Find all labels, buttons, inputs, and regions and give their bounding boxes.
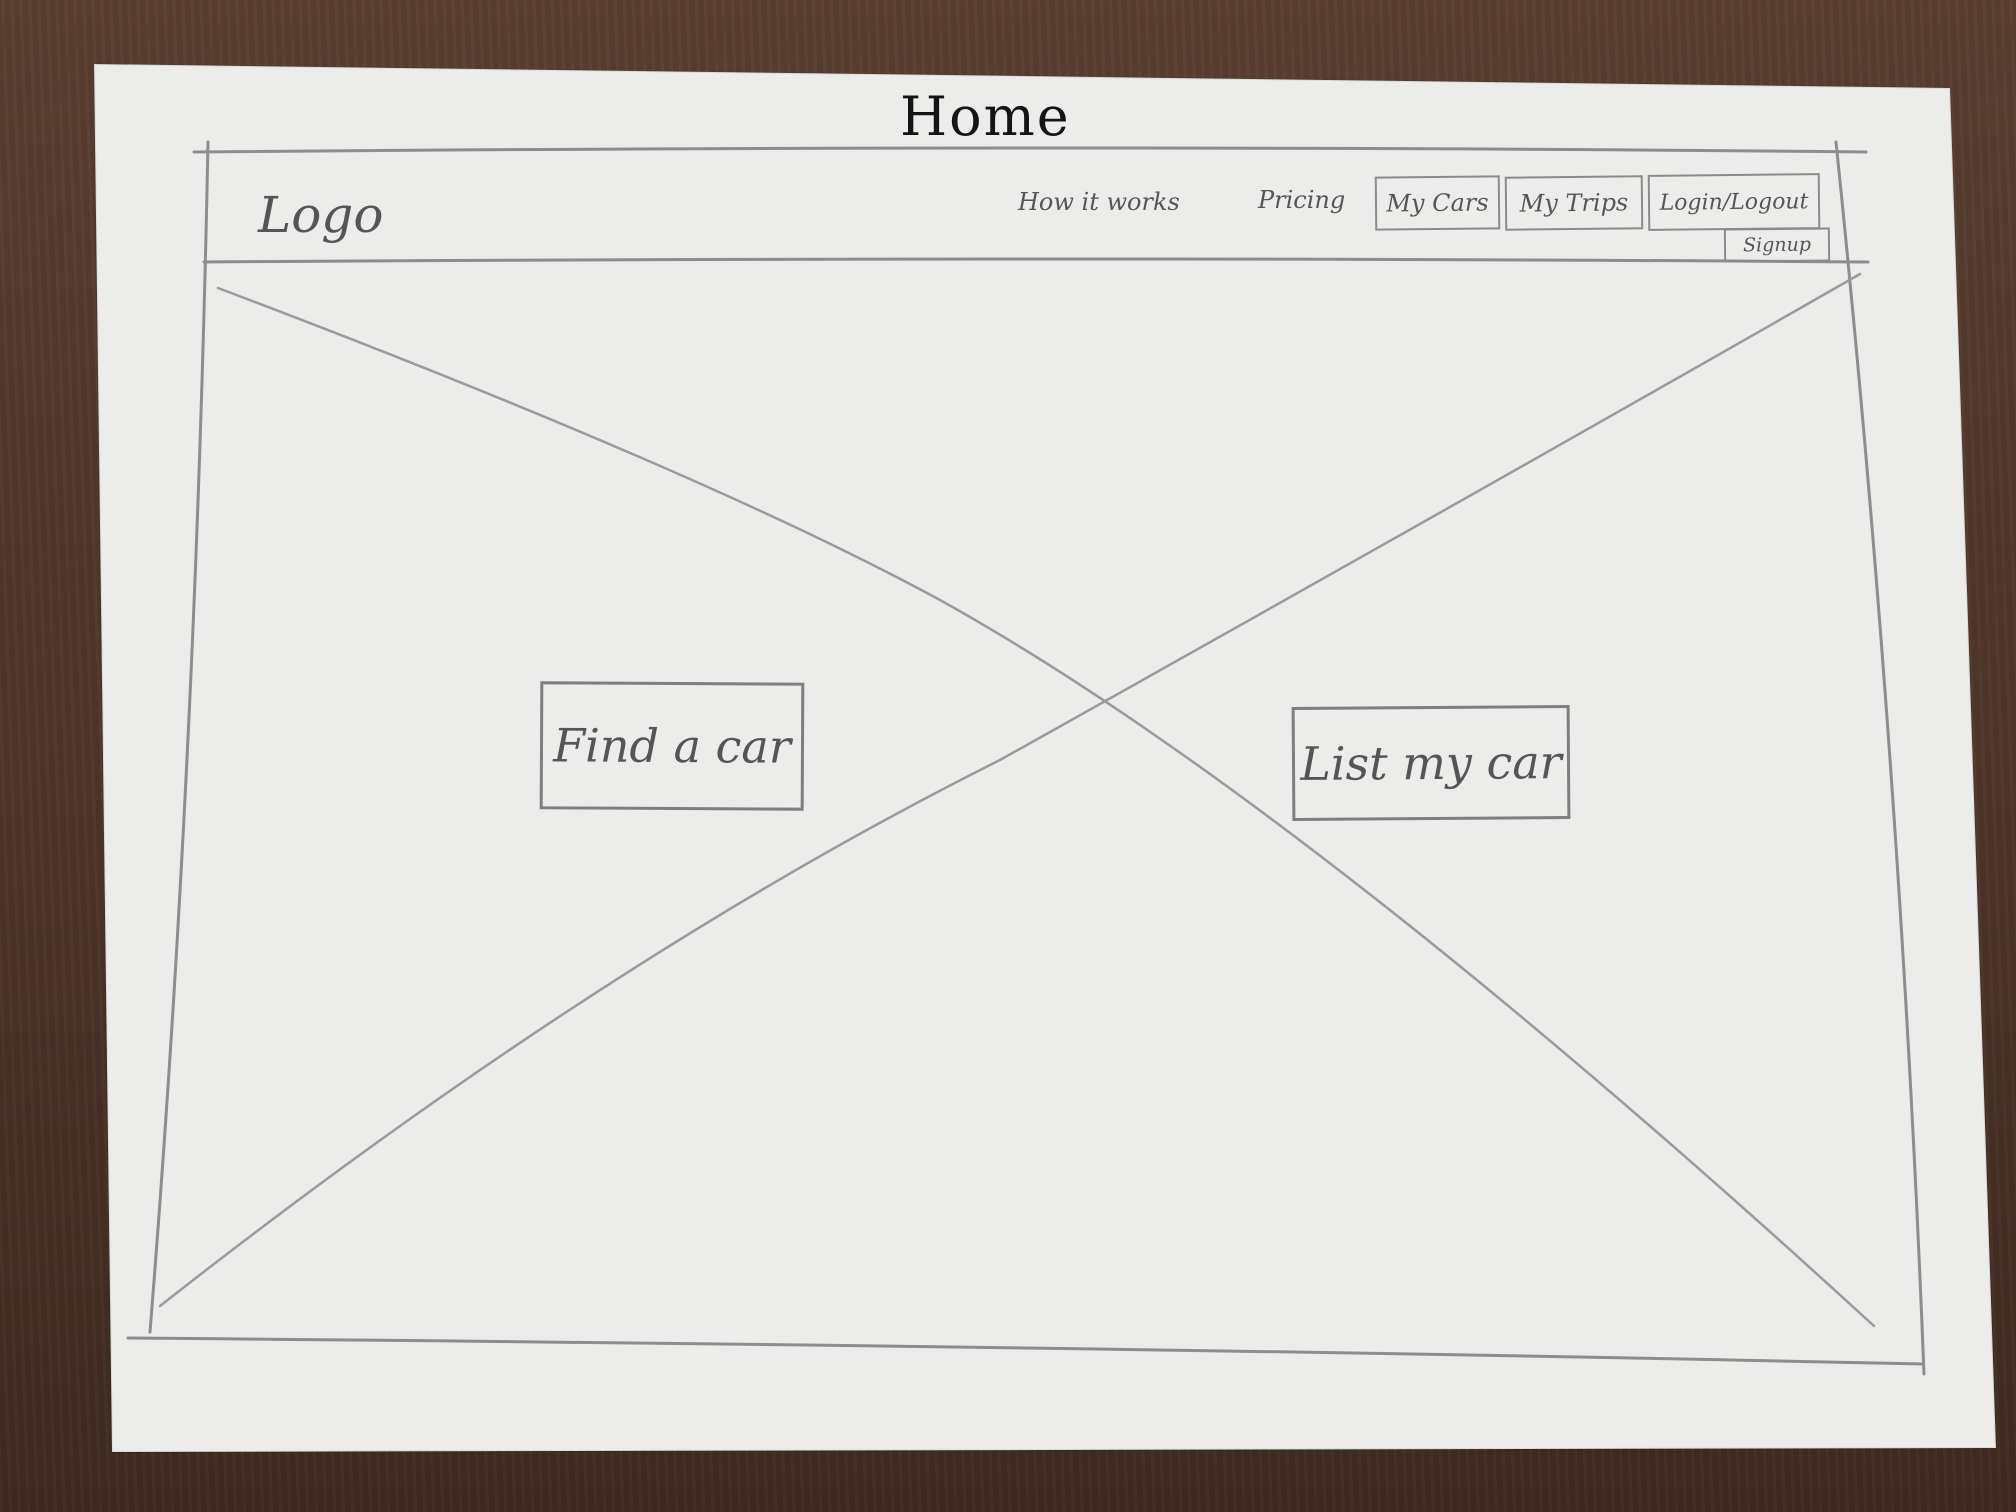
page-title: Home [900, 85, 1071, 148]
list-my-car-button[interactable]: List my car [1291, 705, 1571, 821]
nav-button-signup[interactable]: Signup [1723, 227, 1831, 263]
browser-frame [126, 140, 1926, 1376]
image-placeholder-x-icon [158, 272, 1876, 1328]
paper-sheet [94, 64, 1996, 1452]
nav-button-login-logout[interactable]: Login/Logout [1647, 173, 1821, 231]
nav-link-how-it-works[interactable]: How it works [1018, 188, 1180, 216]
nav-button-my-cars[interactable]: My Cars [1374, 175, 1501, 231]
nav-link-pricing[interactable]: Pricing [1258, 186, 1346, 214]
find-a-car-button[interactable]: Find a car [539, 681, 805, 811]
nav-button-my-trips[interactable]: My Trips [1504, 175, 1644, 231]
logo[interactable]: Logo [258, 186, 384, 244]
